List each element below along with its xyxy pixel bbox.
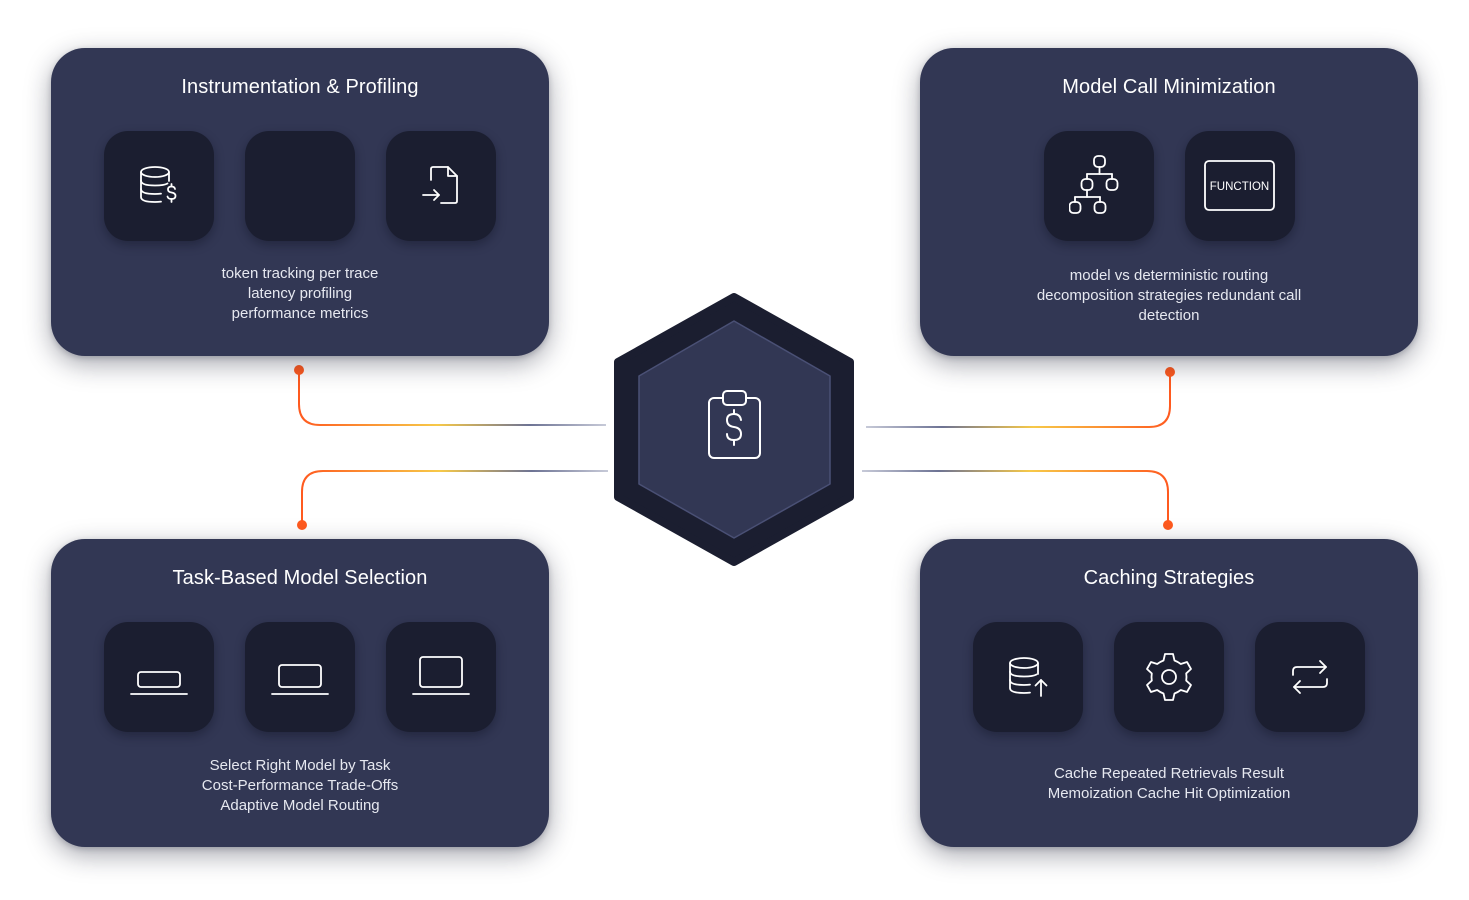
connector-top-left xyxy=(298,371,606,426)
connector-bottom-right xyxy=(862,470,1169,524)
hub-inner-hexagon xyxy=(638,320,831,539)
file-import-icon xyxy=(422,166,458,204)
function-label: FUNCTION xyxy=(1209,181,1268,193)
laptop-medium-icon xyxy=(271,664,329,695)
icon-tile xyxy=(104,131,214,241)
hierarchy-tree-icon xyxy=(1068,155,1118,214)
connector-top-right xyxy=(866,373,1171,428)
icon-tile xyxy=(386,622,496,732)
description-line: detection xyxy=(1138,307,1200,324)
card-description: Cache Repeated Retrievals Result Memoiza… xyxy=(930,764,1408,804)
description-line: token tracking per trace xyxy=(221,265,379,282)
connector-dot-top-right xyxy=(1165,367,1175,377)
card-description: Select Right Model by Task Cost-Performa… xyxy=(61,756,539,816)
icon-tile xyxy=(245,622,355,732)
card-model-call-minimization: Model Call Minimization FUN xyxy=(920,48,1418,356)
icon-tile: FUNCTION xyxy=(1184,131,1295,241)
icon-tile xyxy=(1255,622,1365,732)
icon-tile xyxy=(386,131,496,241)
connector-bottom-left xyxy=(301,470,608,524)
card-description: token tracking per trace latency profili… xyxy=(61,264,539,324)
icon-tile xyxy=(1043,131,1154,241)
blank-tile xyxy=(245,131,355,241)
laptop-large-icon xyxy=(412,656,470,695)
description-line: Adaptive Model Routing xyxy=(220,797,380,814)
card-instrumentation-profiling: Instrumentation & Profiling xyxy=(51,48,549,356)
description-line: latency profiling xyxy=(247,285,353,302)
description-line: Select Right Model by Task xyxy=(209,757,391,774)
function-box-icon: FUNCTION xyxy=(1203,160,1275,211)
clipboard-dollar-icon xyxy=(708,390,761,459)
card-task-based-model-selection: Task-Based Model Selection Select Right … xyxy=(51,539,549,847)
card-title: Task-Based Model Selection xyxy=(172,567,428,589)
description-line: Cost-Performance Trade-Offs xyxy=(201,777,399,794)
card-caching-strategies: Caching Strategies xyxy=(920,539,1418,847)
connector-dot-bottom-left xyxy=(297,520,307,530)
icon-tile xyxy=(104,622,214,732)
database-dollar-icon xyxy=(140,166,177,203)
connector-dot-top-left xyxy=(294,365,304,375)
gear-icon xyxy=(1146,653,1192,701)
icon-row xyxy=(920,622,1418,732)
icon-tile xyxy=(973,622,1083,732)
icon-row: FUNCTION xyxy=(920,131,1418,241)
description-line: Memoization Cache Hit Optimization xyxy=(1047,785,1291,802)
laptop-small-icon xyxy=(130,671,188,695)
connector-dot-bottom-right xyxy=(1163,520,1173,530)
repeat-arrows-icon xyxy=(1292,660,1328,694)
card-title: Caching Strategies xyxy=(1083,567,1255,589)
card-title: Model Call Minimization xyxy=(1062,76,1276,98)
icon-tile xyxy=(1114,622,1224,732)
description-line: performance metrics xyxy=(231,305,369,322)
card-description: model vs deterministic routing decomposi… xyxy=(930,266,1408,326)
description-line: Cache Repeated Retrievals Result xyxy=(1053,765,1285,782)
card-title: Instrumentation & Profiling xyxy=(181,76,419,98)
icon-row xyxy=(51,131,549,241)
description-line: model vs deterministic routing xyxy=(1069,267,1269,284)
database-upload-icon xyxy=(1009,657,1048,697)
description-line: decomposition strategies redundant call xyxy=(1036,287,1302,304)
icon-row xyxy=(51,622,549,732)
